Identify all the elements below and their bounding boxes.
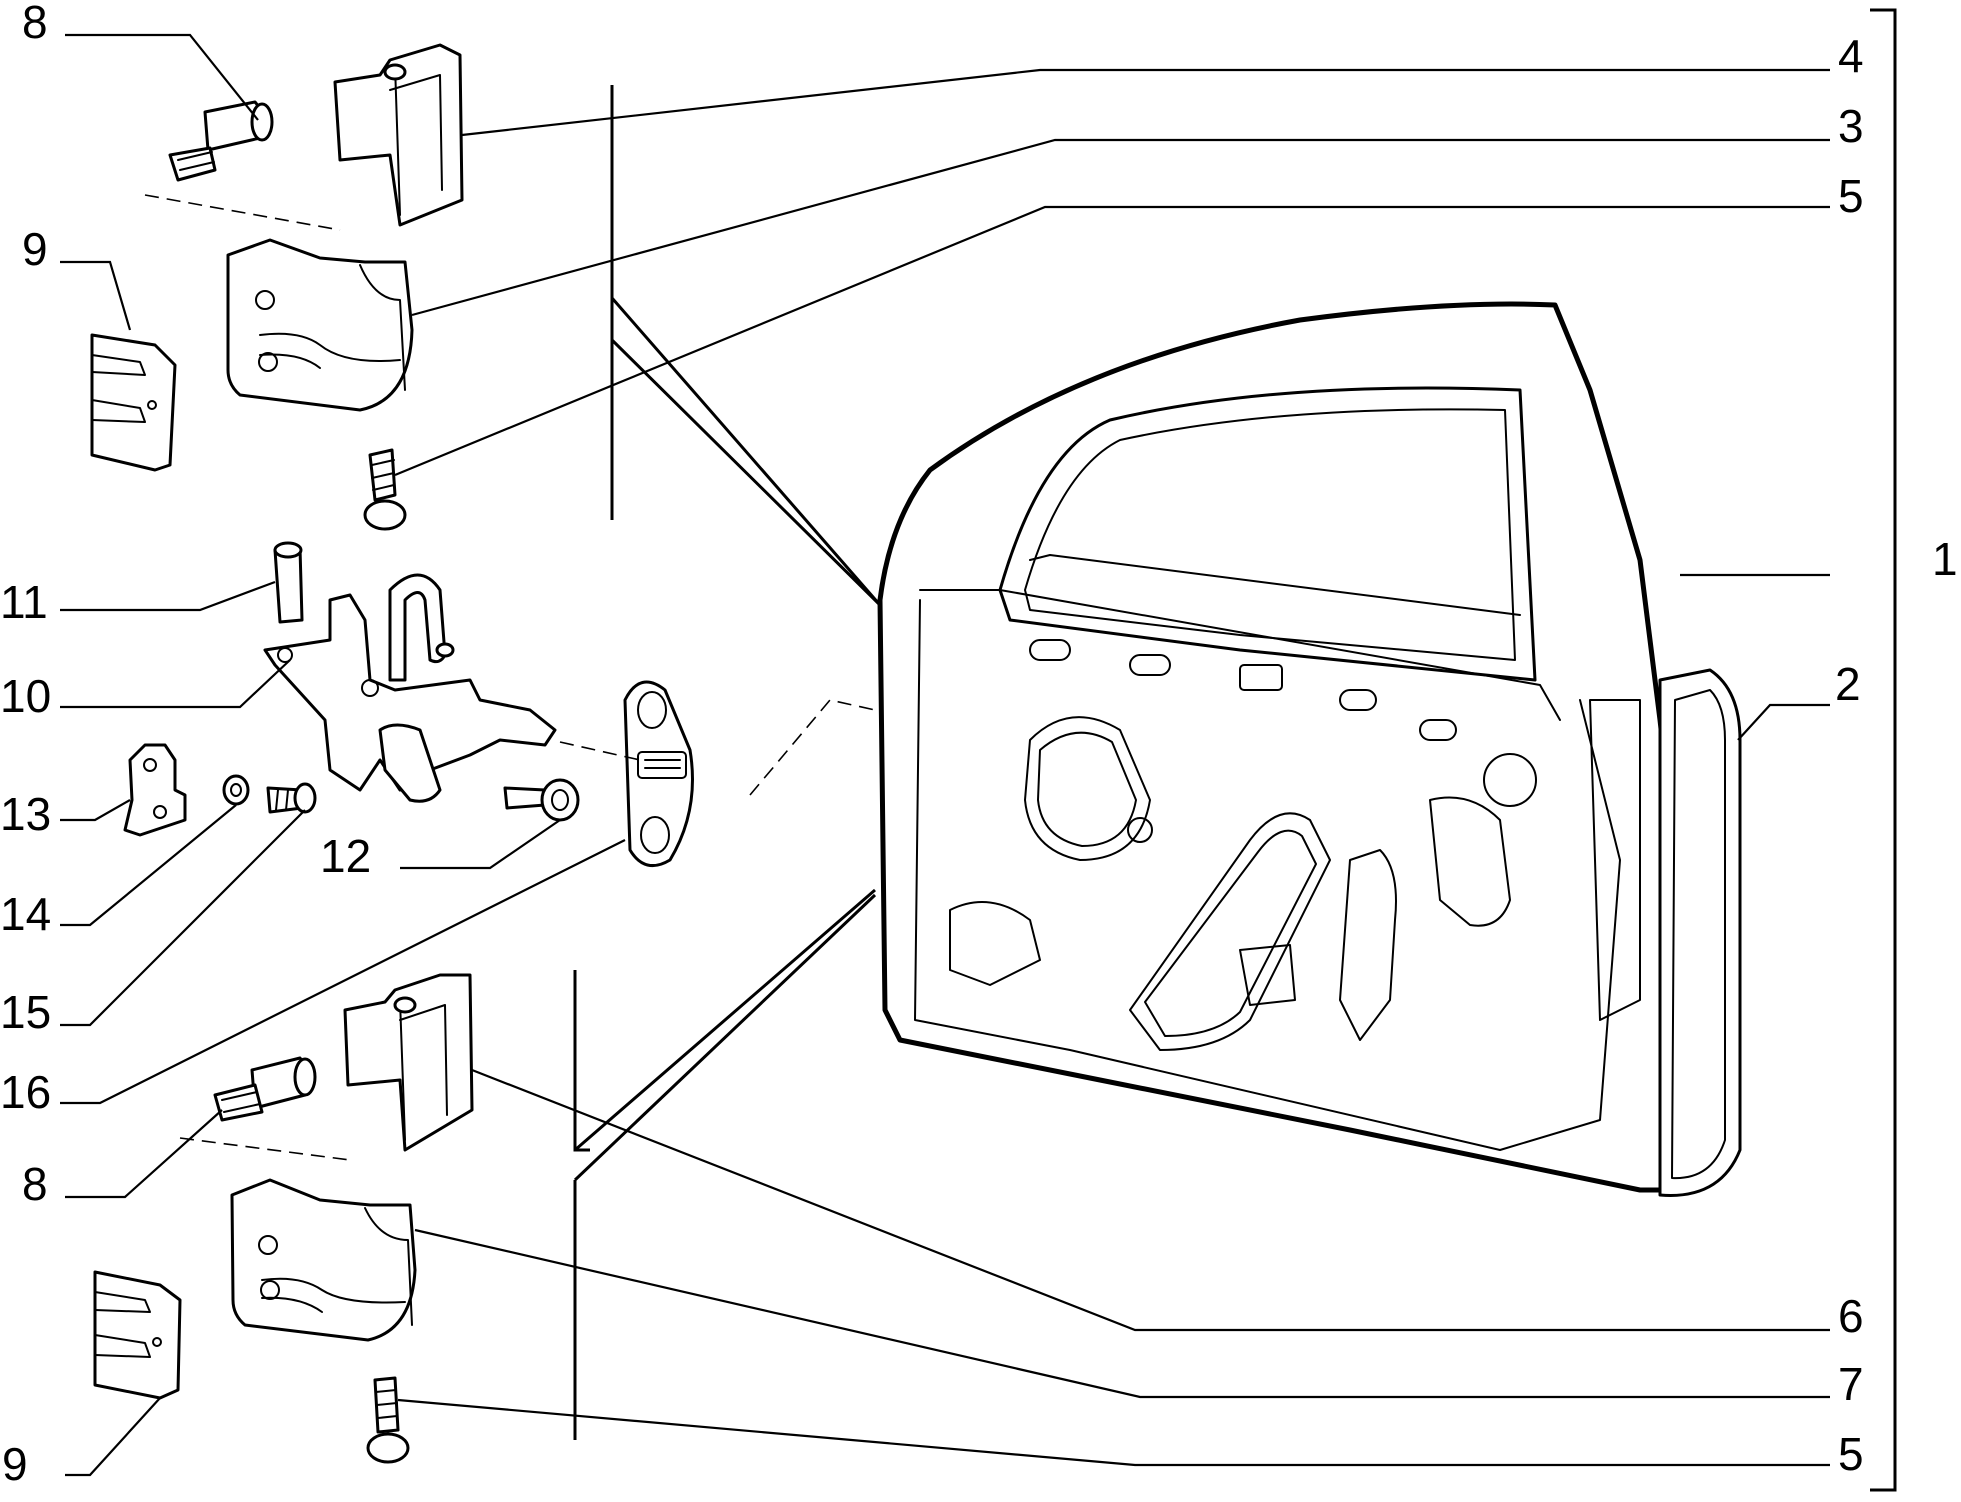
shim-plate-top — [90, 333, 177, 472]
hinge-lower-half-top — [226, 238, 414, 412]
callout-10: 10 — [0, 670, 51, 722]
callout-7: 7 — [1838, 1358, 1864, 1410]
hinge-upper-half-top — [333, 43, 464, 227]
hinge-bolt-top — [168, 100, 274, 182]
callout-15: 15 — [0, 986, 51, 1038]
door-shell — [877, 301, 1742, 1197]
callout-11: 11 — [0, 576, 48, 628]
callout-13: 13 — [0, 788, 51, 840]
callout-6: 6 — [1838, 1290, 1864, 1342]
callout-8-top: 8 — [22, 0, 48, 48]
callout-9-top: 9 — [22, 223, 48, 275]
callout-2: 2 — [1835, 658, 1861, 710]
leader-lines — [60, 33, 1830, 1477]
callout-14: 14 — [0, 888, 51, 940]
callout-3: 3 — [1838, 100, 1864, 152]
hinge-lower-half-bottom — [230, 1178, 417, 1342]
callout-9-bottom: 9 — [2, 1438, 28, 1490]
check-pin — [273, 541, 304, 624]
shim-plate-bottom — [93, 1270, 182, 1400]
callout-4: 4 — [1838, 30, 1864, 82]
striker-screw — [503, 778, 580, 822]
callout-12: 12 — [320, 830, 371, 882]
door-check-strap — [263, 573, 557, 803]
nut — [222, 774, 250, 806]
hinge-bolt-bottom — [213, 1056, 317, 1122]
assembly-bracket — [1870, 8, 1897, 1492]
hinge-screw-bottom — [366, 1376, 410, 1464]
callout-8-bottom: 8 — [22, 1158, 48, 1210]
check-screw — [266, 782, 317, 814]
callout-16: 16 — [0, 1066, 51, 1118]
assembly-axes — [144, 85, 882, 1440]
callout-5-bottom: 5 — [1838, 1428, 1864, 1480]
hinge-upper-half-bottom — [343, 973, 474, 1152]
check-bracket — [123, 743, 187, 837]
callout-1: 1 — [1932, 533, 1958, 585]
striker-plate — [623, 680, 694, 868]
callout-5-top: 5 — [1838, 170, 1864, 222]
hinge-screw-top — [363, 448, 407, 531]
